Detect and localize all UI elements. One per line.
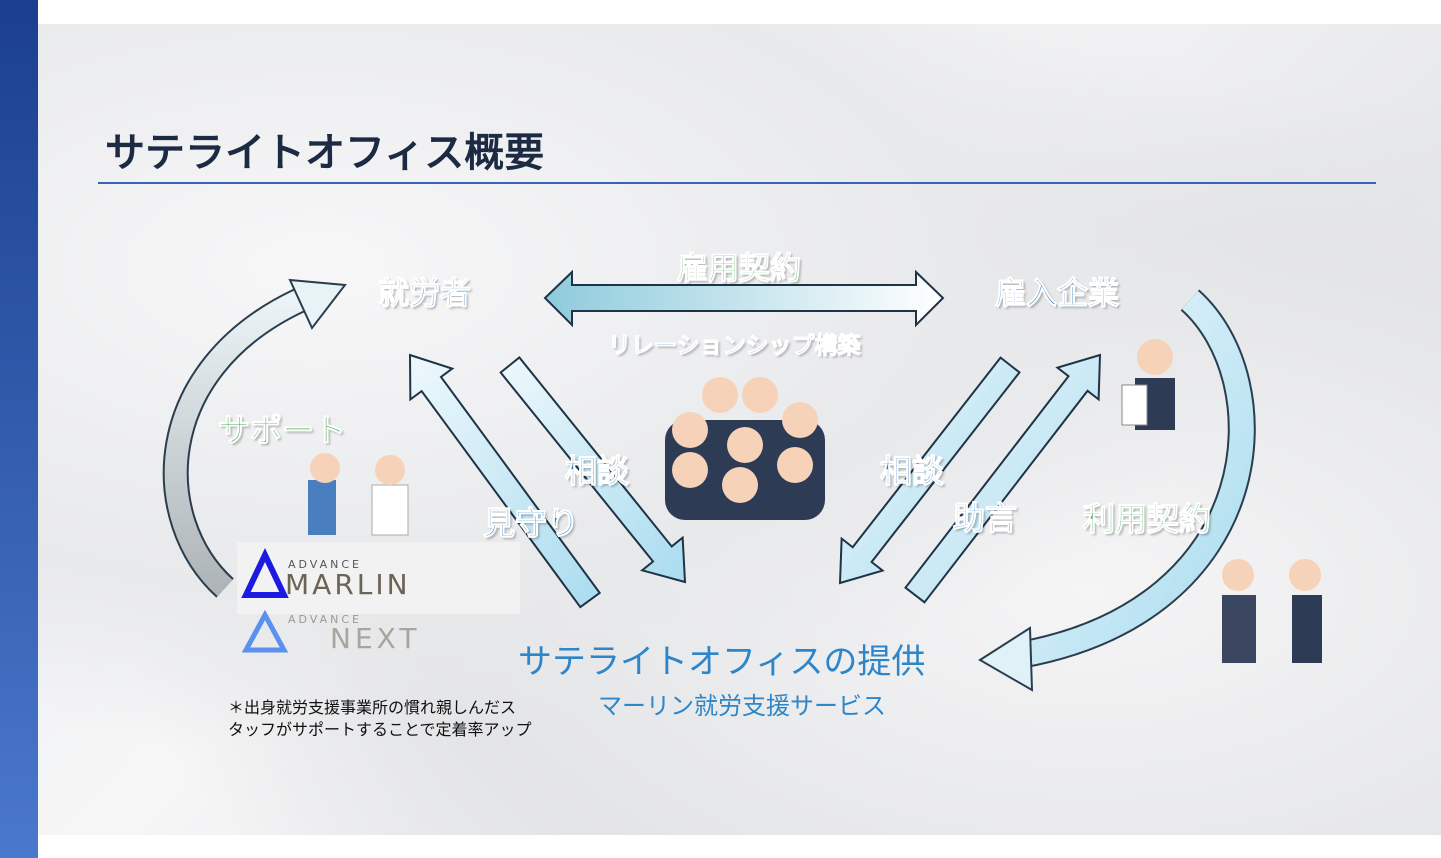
employment-double-arrow [543,269,945,328]
label-employer: 雇入企業 [995,276,1120,313]
label-employment-contract: 雇用契約 [677,251,802,288]
employer-woman-illustration [1121,339,1175,430]
note-line-2: タッフがサポートすることで定着率アップ [228,720,532,739]
handshake-illustration [1222,559,1322,663]
label-relationship: リレーションシップ構築 [608,333,862,360]
label-monitoring: 見守り [482,504,580,543]
label-support: サポート [217,411,347,450]
advice-arrow [904,353,1102,604]
sidebar-bar [0,0,38,858]
center-subtitle: マーリン就労支援サービス [598,692,886,720]
label-usage-contract: 利用契約 [1082,500,1212,539]
label-worker: 就労者 [378,276,472,313]
label-advice: 助言 [952,499,1018,538]
monitoring-arrow [408,353,602,609]
label-consult-right: 相談 [879,452,945,491]
consult-right-arrow [838,356,1021,585]
marlin-logo-text: MARLIN [285,568,411,601]
support-staff-illustration [308,453,409,536]
marlin-logo-small: ADVANCE [288,558,363,571]
students-group-illustration [665,377,825,520]
center-title: サテライトオフィスの提供 [518,642,926,682]
next-logo-text: NEXT [330,622,421,655]
consult-left-arrow [499,356,687,584]
label-consult-left: 相談 [564,452,630,491]
next-logo-small: ADVANCE [288,613,363,626]
note-line-1: ＊出身就労支援事業所の慣れ親しんだス [228,698,517,717]
page-title: サテライトオフィス概要 [105,130,545,176]
marlin-logo-mark [237,542,520,653]
title-divider [98,182,1376,184]
